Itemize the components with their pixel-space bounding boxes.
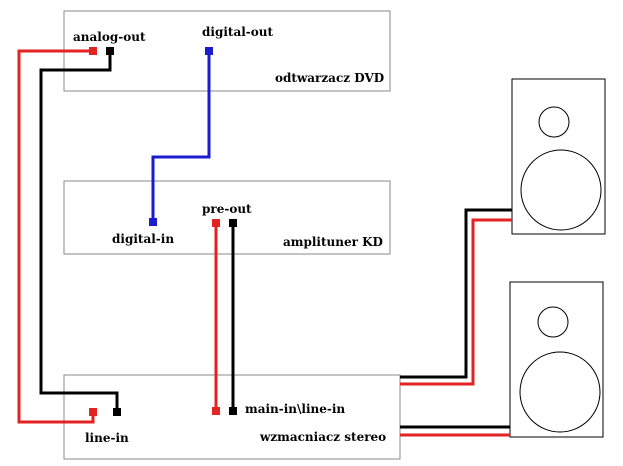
amp-main-in-label: main-in\line-in (245, 402, 345, 416)
red-speaker-top-wire (400, 218, 512, 386)
amp-main-in-red-jack (212, 407, 220, 415)
speaker-top (511, 78, 606, 235)
amp-line-in-black-jack (113, 408, 121, 416)
receiver-pre-out-label: pre-out (202, 202, 252, 216)
black-speaker-top-wire (400, 208, 512, 379)
amp-device-name: wzmacniacz stereo (259, 430, 386, 444)
dvd-player-box (63, 10, 391, 92)
amp-main-in-black-jack (229, 407, 237, 415)
dvd-digital-out-label: digital-out (202, 25, 273, 39)
receiver-pre-out-black-jack (229, 219, 237, 227)
red-analog-wire (17, 49, 95, 424)
dvd-device-name: odtwarzacz DVD (275, 71, 384, 85)
receiver-device-name: amplituner KD (283, 235, 383, 249)
dvd-analog-out-label: analog-out (73, 30, 146, 44)
receiver-digital-in-jack (149, 218, 157, 226)
blue-digital-wire (151, 52, 211, 221)
dvd-analog-out-red-jack (89, 47, 97, 55)
black-analog-wire (39, 51, 119, 412)
speaker-bottom (509, 281, 604, 438)
dvd-analog-out-black-jack (106, 47, 114, 55)
amp-line-in-label: line-in (85, 431, 129, 445)
receiver-pre-out-red-jack (212, 219, 220, 227)
receiver-digital-in-label: digital-in (112, 232, 174, 246)
receiver-box (63, 180, 391, 255)
amp-line-in-red-jack (89, 408, 97, 416)
dvd-digital-out-jack (205, 47, 213, 55)
